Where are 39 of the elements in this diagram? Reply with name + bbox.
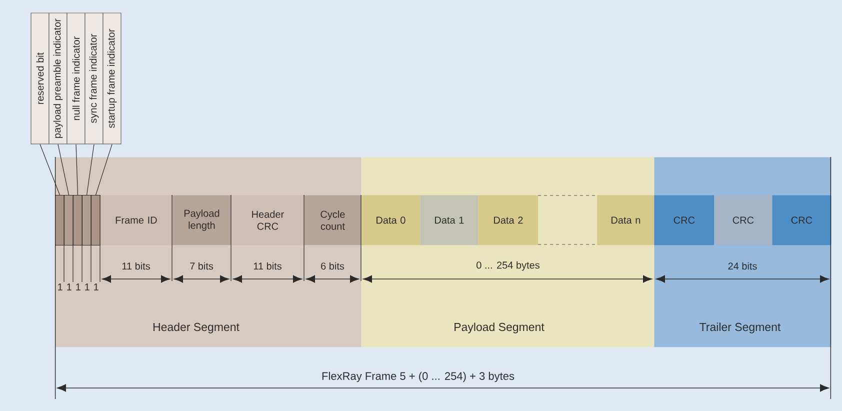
dimension-label: 24 bits — [728, 262, 757, 270]
dimension-label: 11 bits — [122, 262, 150, 270]
bit-width-label: 1 — [85, 284, 90, 290]
field-box: CRC — [772, 195, 832, 246]
field-box: Cycle count — [304, 195, 362, 246]
indicator-label-box: payload preamble indicator — [48, 12, 68, 144]
field-box: Data 0 — [361, 195, 420, 246]
leader-line — [40, 144, 60, 196]
leader-line — [95, 144, 112, 196]
bit-cell — [55, 194, 65, 246]
dimension-label: 0 ... 254 bytes — [476, 261, 540, 271]
bit-cell — [73, 194, 83, 246]
dimension-label: 6 bits — [321, 262, 344, 270]
bit-width-label: 1 — [76, 284, 80, 290]
field-box: Payload length — [172, 195, 232, 246]
indicator-label-box: sync frame indicator — [84, 12, 104, 144]
field-box: CRC — [654, 195, 714, 246]
field-box: Data 1 — [420, 195, 478, 246]
field-box: Frame ID — [100, 195, 172, 246]
field-box: CRC — [714, 195, 772, 246]
field-box: Data 2 — [478, 195, 538, 246]
indicator-label-box: null frame indicator — [66, 12, 86, 144]
bit-width-label: 1 — [58, 284, 62, 290]
field-box: Data n — [597, 195, 654, 246]
indicator-label-box: startup frame indicator — [102, 12, 122, 144]
indicator-label-box: reserved bit — [30, 12, 50, 144]
dimension-label: 7 bits — [190, 262, 214, 270]
leader-line — [86, 144, 94, 196]
bit-width-label: 1 — [94, 284, 98, 290]
bit-cell — [82, 194, 92, 246]
placeholder-box — [538, 195, 598, 246]
bit-cell — [91, 194, 100, 246]
dimension-label: 11 bits — [254, 262, 282, 270]
leader-line — [76, 144, 78, 196]
bit-cell — [64, 194, 74, 246]
dimension-label: FlexRay Frame 5 + (0 ... 254) + 3 bytes — [322, 372, 514, 382]
leader-line — [58, 144, 70, 196]
field-box: Header CRC — [231, 195, 304, 246]
bit-width-label: 1 — [67, 284, 72, 290]
